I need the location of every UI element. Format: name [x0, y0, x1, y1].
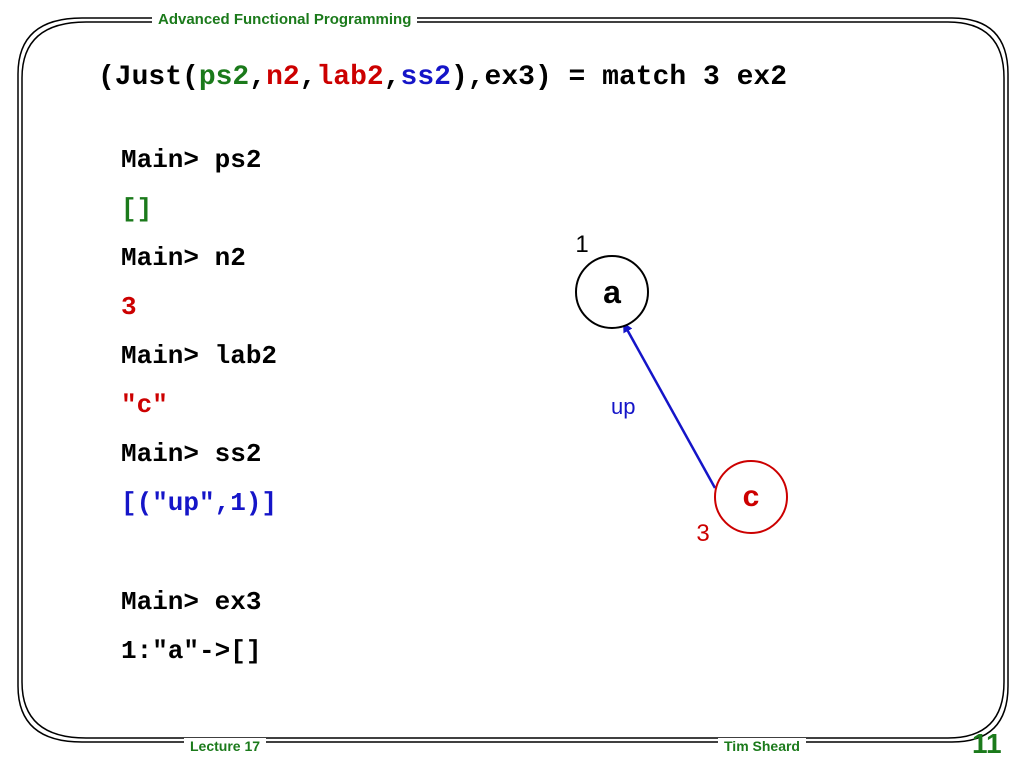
- slide-number: 11: [972, 728, 1002, 759]
- match-expression: (Just(ps2,n2,lab2,ss2),ex3) = match 3 ex…: [98, 62, 787, 93]
- title-comma: ,: [299, 62, 317, 93]
- session-line-ss2-prompt: Main> ss2: [121, 439, 262, 469]
- node-a: [575, 255, 649, 329]
- frame-outer: [17, 17, 1009, 743]
- session-line-ex3-prompt: Main> ex3: [121, 587, 262, 617]
- title-suffix: ),ex3) = match 3 ex2: [450, 62, 787, 93]
- session-line-n2-result: 3: [121, 292, 137, 322]
- title-lab2: lab2: [316, 62, 384, 93]
- edge-label-up: up: [611, 394, 635, 419]
- title-prefix: (Just(: [98, 62, 199, 93]
- node-c-number: 3: [696, 520, 709, 547]
- title-comma: ,: [383, 62, 401, 93]
- title-ss2: ss2: [400, 62, 451, 93]
- session-line-lab2-prompt: Main> lab2: [121, 341, 278, 371]
- session-line-ps2-result: []: [121, 194, 153, 224]
- course-title: Advanced Functional Programming: [152, 11, 418, 28]
- title-ps2: ps2: [198, 62, 250, 93]
- title-n2: n2: [266, 62, 300, 93]
- node-a-number: 1: [575, 231, 588, 258]
- session-line-ps2-prompt: Main> ps2: [121, 145, 262, 175]
- session-line-ss2-result: [("up",1)]: [121, 488, 278, 518]
- footer-lecture: Lecture 17: [184, 738, 267, 754]
- session-line-n2-prompt: Main> n2: [121, 243, 246, 273]
- node-c: [714, 460, 788, 534]
- session-line-lab2-result: "c": [121, 390, 168, 420]
- edge-up-arrow: [622, 322, 717, 489]
- title-comma: ,: [249, 62, 267, 93]
- node-c-label: c: [743, 480, 760, 513]
- frame-inner: [21, 21, 1005, 739]
- footer-author: Tim Sheard: [718, 738, 806, 754]
- node-a-label: a: [603, 274, 621, 310]
- session-line-ex3-result: 1:"a"->[]: [121, 636, 262, 666]
